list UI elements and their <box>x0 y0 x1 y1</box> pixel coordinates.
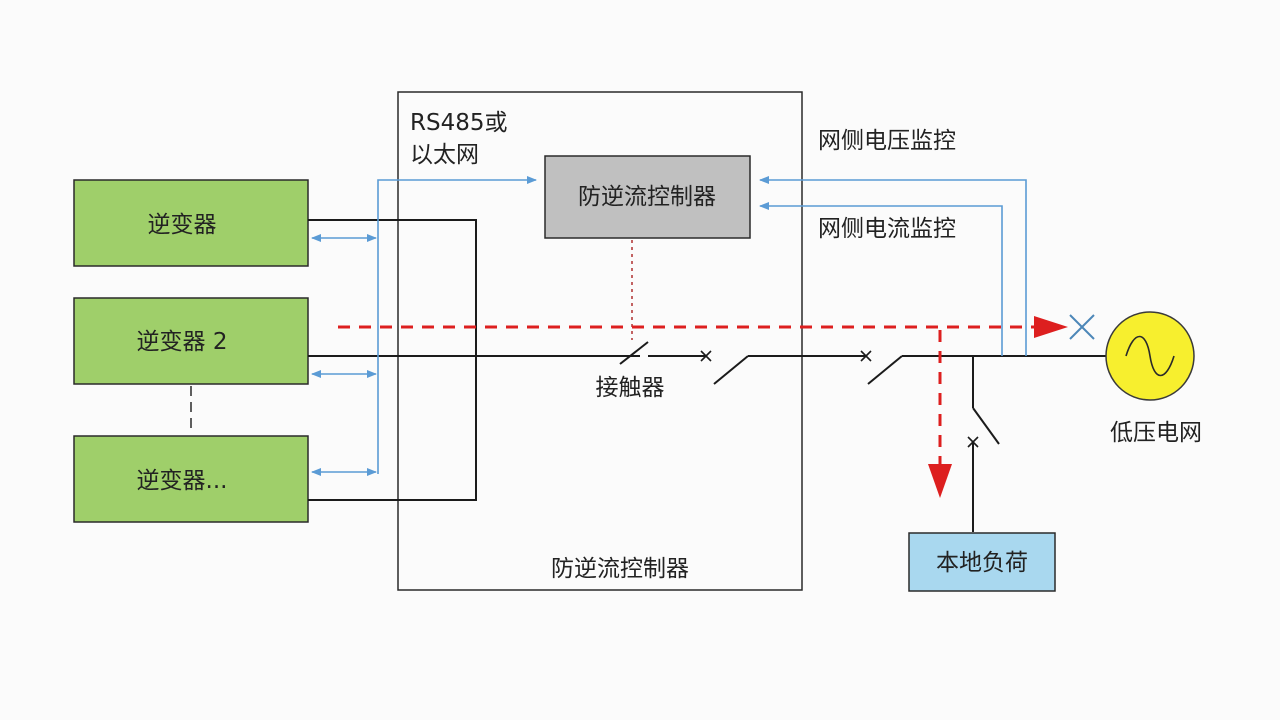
monitor-lines <box>759 176 1027 356</box>
comm-bus <box>311 176 537 476</box>
power-flow <box>338 316 1068 498</box>
blocked-flow-cross-icon <box>1069 314 1095 340</box>
inverter-2: 逆变器 2 <box>73 297 309 385</box>
inverter-1-label: 逆变器 <box>148 212 217 238</box>
comm-label-line1: RS485或 <box>410 110 507 136</box>
grid-current-monitor-label: 网侧电流监控 <box>818 216 956 242</box>
inverter-power-wiring <box>308 219 640 501</box>
inverter-n-label: 逆变器... <box>137 468 228 494</box>
cabinet-label: 防逆流控制器 <box>551 556 689 582</box>
inverter-n: 逆变器... <box>73 435 309 523</box>
inverter-2-label: 逆变器 2 <box>137 329 228 355</box>
local-load: 本地负荷 <box>908 532 1056 592</box>
inverter-1: 逆变器 <box>73 179 309 267</box>
grid-label: 低压电网 <box>1110 420 1202 446</box>
load-branch <box>967 356 1000 532</box>
contactor-label: 接触器 <box>596 375 665 401</box>
comm-label-line2: 以太网 <box>410 142 479 168</box>
breaker-2 <box>867 355 1106 385</box>
breaker-1 <box>713 350 872 385</box>
controller-box: 防逆流控制器 <box>544 155 751 239</box>
controller-box-label: 防逆流控制器 <box>578 184 716 210</box>
grid-source-icon <box>1105 311 1195 401</box>
controller-cabinet <box>397 91 803 591</box>
grid-voltage-monitor-label: 网侧电压监控 <box>818 128 956 154</box>
contactor <box>619 341 712 365</box>
local-load-label: 本地负荷 <box>936 550 1028 576</box>
